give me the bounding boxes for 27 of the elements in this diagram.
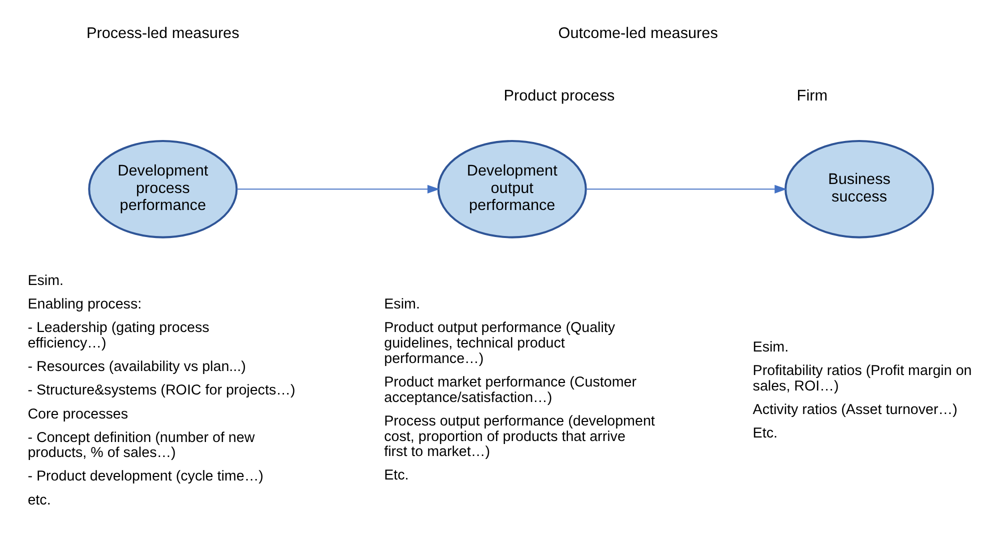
label: Process-led measures (86, 25, 240, 42)
label: Outcome-led measures (558, 25, 718, 42)
node-label: Esim. (384, 296, 420, 313)
node-label: - Concept definition (number of new products, % of sales…) (28, 430, 255, 462)
node-label: etc. (28, 492, 51, 508)
node-label: - Product development (cycle time…) (28, 468, 264, 485)
node-label: Enabling process: (28, 296, 142, 313)
node-label: Etc. (384, 468, 409, 484)
node-ellipse: Business success (784, 140, 934, 238)
node-label: - Structure&systems (ROIC for projects…) (28, 382, 296, 399)
arrow (236, 184, 440, 194)
node-label: Product process (504, 88, 615, 105)
node-label: Process output performance (development cost, proportion of products that arrive first to market…) (384, 413, 655, 460)
node-ellipse: Development output performance (437, 140, 587, 238)
node-label: Core processes (28, 406, 128, 422)
node-label: - Leadership (gating process efficiency…) (28, 320, 210, 352)
node-label: Product market performance (Customer acceptance/satisfaction…) (384, 374, 637, 406)
arrow (586, 184, 787, 194)
node-label: Product output performance (Quality guidelines, technical product performance…) (384, 320, 616, 367)
node-label: Etc. (752, 426, 778, 442)
node-label: Activity ratios (Asset turnover…) (752, 402, 958, 418)
node-ellipse: Development process performance (88, 140, 238, 238)
node-label: Esim. (752, 340, 789, 356)
node-label: - Resources (availability vs plan...) (28, 359, 246, 376)
node-label: Esim. (28, 273, 64, 290)
node-label: Firm (796, 88, 828, 105)
node-label: Profitability ratios (Profit margin on sales, ROI…) (752, 363, 972, 395)
